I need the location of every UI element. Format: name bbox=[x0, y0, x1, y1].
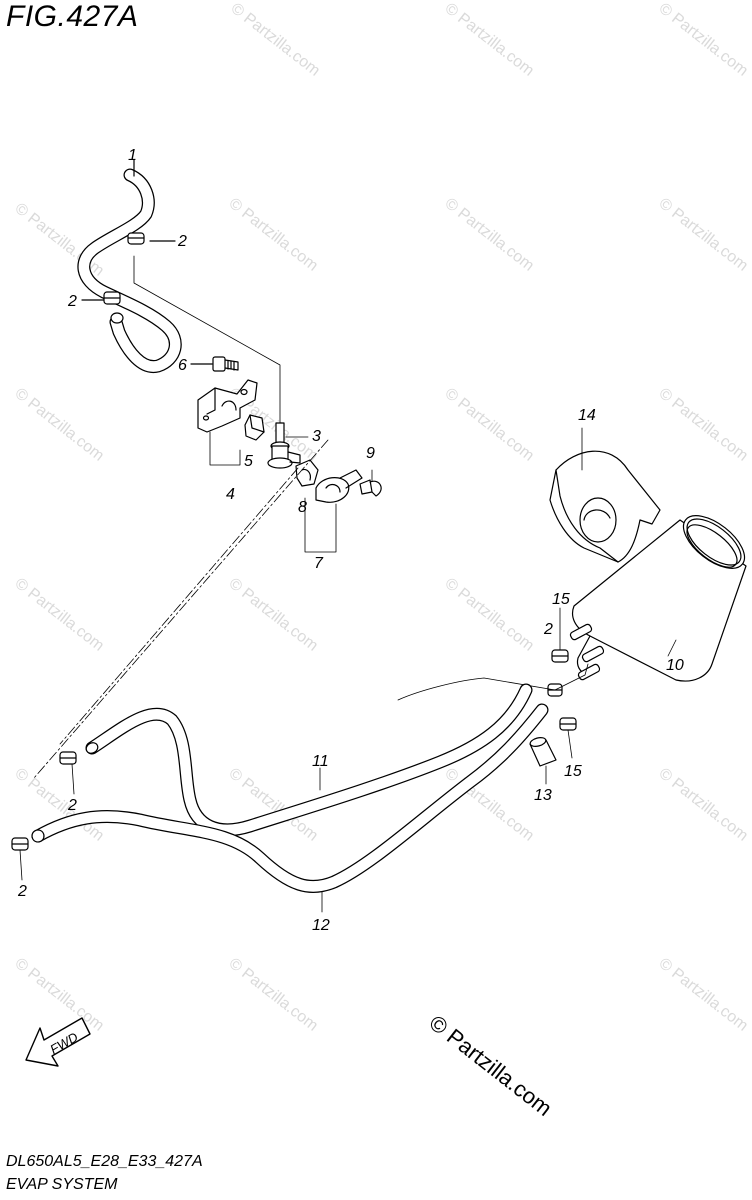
callout-8: 8 bbox=[298, 499, 307, 516]
clamp-hose-end-upper bbox=[59, 751, 77, 795]
callout-14: 14 bbox=[578, 407, 596, 424]
leader-diagonal-long bbox=[33, 439, 329, 779]
part-6-bolt bbox=[190, 356, 239, 372]
part-11-hose bbox=[85, 683, 533, 837]
leader-clamp-to-fitting bbox=[133, 255, 281, 424]
leader-canister-hoses bbox=[397, 663, 589, 701]
callout-2: 2 bbox=[17, 883, 27, 900]
part-13-cap bbox=[529, 737, 557, 785]
part-8-clip bbox=[295, 459, 319, 487]
callout-10: 10 bbox=[666, 657, 684, 674]
clamp-upper bbox=[103, 232, 145, 305]
part-14-cover bbox=[549, 427, 661, 563]
callout-3: 3 bbox=[312, 428, 321, 445]
callout-2: 2 bbox=[177, 233, 187, 250]
callout-15: 15 bbox=[552, 591, 570, 608]
callout-1: 1 bbox=[128, 147, 137, 164]
section-name: EVAP SYSTEM bbox=[6, 1176, 118, 1193]
fwd-arrow-icon bbox=[25, 1017, 91, 1067]
figure-title: FIG.427A bbox=[6, 0, 139, 33]
clamp-hose-end-lower bbox=[11, 837, 29, 881]
callout-11: 11 bbox=[312, 753, 329, 770]
callout-2: 2 bbox=[543, 621, 553, 638]
part-7-clamp bbox=[315, 469, 363, 503]
part-12-hose bbox=[31, 703, 549, 913]
callout-2: 2 bbox=[67, 797, 77, 814]
clamp-canister-upper bbox=[551, 607, 569, 663]
callout-5: 5 bbox=[244, 453, 253, 470]
part-10-canister bbox=[569, 515, 747, 682]
model-code: DL650AL5_E28_E33_427A bbox=[6, 1153, 203, 1170]
part-5-grommet bbox=[244, 414, 265, 441]
callout-12: 12 bbox=[312, 917, 330, 934]
callout-6: 6 bbox=[178, 357, 187, 374]
callout-2: 2 bbox=[67, 293, 77, 310]
leader-7-8 bbox=[304, 497, 337, 553]
part-3-fitting bbox=[267, 422, 309, 469]
leader-4-5 bbox=[209, 431, 241, 466]
part-9-screw bbox=[359, 469, 382, 497]
callout-4: 4 bbox=[226, 486, 235, 503]
callout-9: 9 bbox=[366, 445, 375, 462]
part-4-bracket bbox=[197, 379, 258, 433]
leader-diagonal-clamp bbox=[59, 467, 299, 745]
part-1-hose bbox=[77, 168, 182, 373]
callout-15: 15 bbox=[564, 763, 582, 780]
clamp-canister-lower bbox=[559, 717, 577, 759]
callout-7: 7 bbox=[314, 555, 324, 572]
callout-13: 13 bbox=[534, 787, 552, 804]
